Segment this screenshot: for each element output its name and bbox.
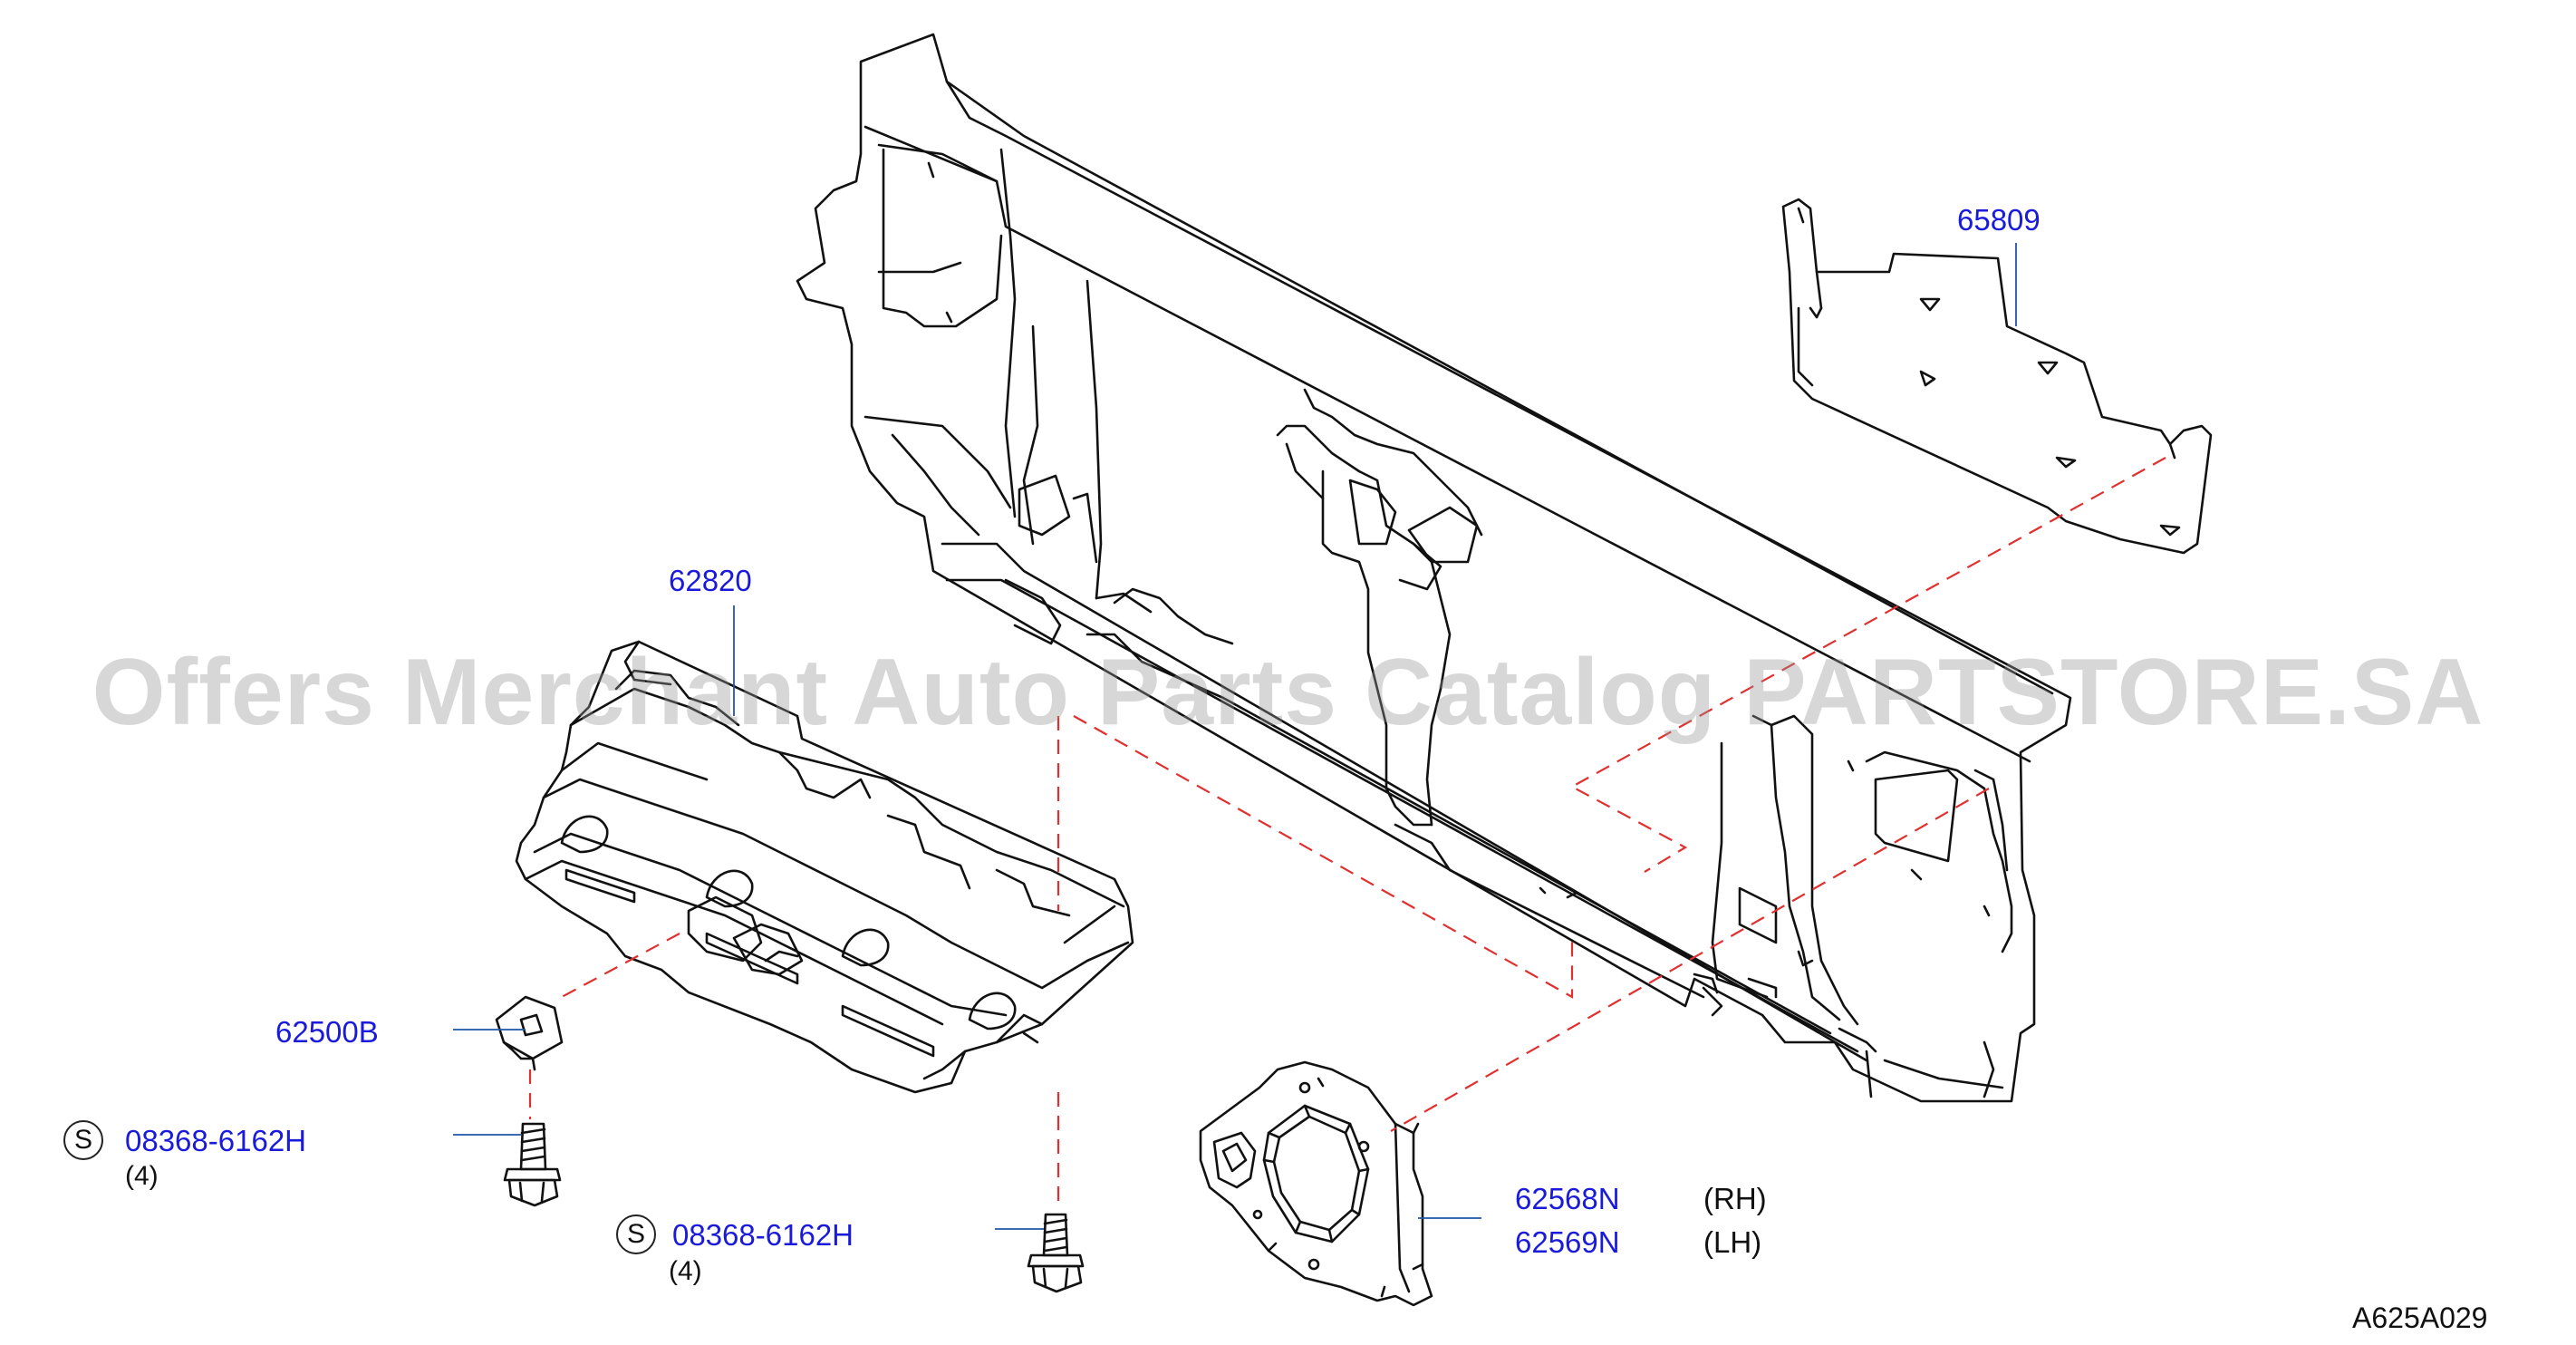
watermark-text: Offers Merchant Auto Parts Catalog PARTS…	[92, 640, 2484, 745]
part-number-62569n[interactable]: 62569N	[1515, 1225, 1620, 1259]
standard-part-symbol-left: S	[63, 1120, 103, 1160]
radiator-core-support	[796, 33, 2072, 1103]
clip-62500b-part	[495, 995, 564, 1071]
part-number-62820[interactable]: 62820	[669, 564, 752, 597]
part-number-65809[interactable]: 65809	[1957, 203, 2041, 237]
part-number-bolt-left[interactable]: 08368-6162H	[125, 1124, 306, 1157]
part-number-62568n[interactable]: 62568N	[1515, 1182, 1620, 1215]
quantity-bolt-center: (4)	[669, 1256, 702, 1286]
side-lh: (LH)	[1703, 1225, 1762, 1259]
quantity-bolt-left: (4)	[125, 1161, 159, 1191]
bracket-62568n-part	[1199, 1060, 1433, 1307]
leader-lines	[453, 243, 2017, 1230]
part-number-bolt-center[interactable]: 08368-6162H	[672, 1218, 854, 1252]
dashed-guide-lines	[528, 457, 2166, 1205]
part-number-62500b[interactable]: 62500B	[275, 1015, 379, 1049]
diagram-code: A625A029	[2352, 1301, 2488, 1334]
seal-65809-part	[1781, 198, 2213, 555]
standard-part-symbol-center: S	[616, 1214, 656, 1254]
air-guide-62820-part	[515, 640, 1134, 1094]
bolt-center-part	[1027, 1213, 1085, 1293]
bolt-left-part	[503, 1122, 562, 1207]
side-rh: (RH)	[1703, 1182, 1767, 1215]
